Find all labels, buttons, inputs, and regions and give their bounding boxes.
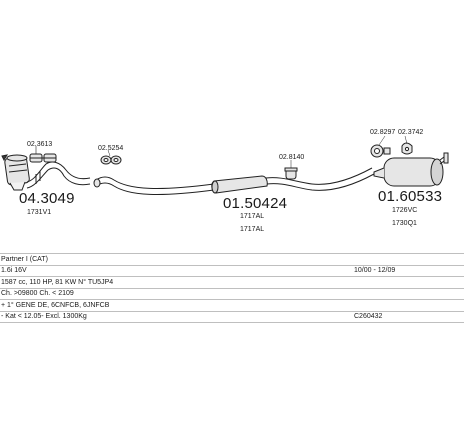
part-label-clamp-1: 02.3613 <box>27 141 53 148</box>
part-label-rear-clamp-2: 02.3742 <box>398 129 424 136</box>
info-note: - Kat < 12.05- Excl. 1300Kg <box>1 313 87 320</box>
info-row-model: Partner I (CAT) <box>0 253 464 265</box>
info-row-engine: 1.6i 16V 10/00 - 12/09 <box>0 264 464 277</box>
part-code-catalyst: 04.3049 <box>19 190 75 207</box>
info-dates: 10/00 - 12/09 <box>354 267 396 274</box>
front-pipe <box>26 161 91 189</box>
u-clamp-icon <box>284 167 298 180</box>
vehicle-info-table: Partner I (CAT) 1.6i 16V 10/00 - 12/09 1… <box>0 253 464 323</box>
part-sub-rear-2: 1730Q1 <box>392 220 417 227</box>
clamp-icon <box>29 153 57 163</box>
part-label-gasket: 02.5254 <box>98 145 124 152</box>
info-engine: 1.6i 16V <box>1 267 27 274</box>
part-sub-rear-1: 1726VC <box>392 207 418 214</box>
info-row-spec-2: Ch. >09800 Ch. < 2109 <box>0 287 464 300</box>
gasket-icon <box>100 155 122 165</box>
info-row-spec-3: + 1° GENE DE, 6CNFCB, 6JNFCB <box>0 299 464 311</box>
rear-silencer <box>373 152 449 187</box>
rear-pipe <box>265 167 375 191</box>
part-code-center-silencer: 01.50424 <box>223 195 288 212</box>
info-model: Partner I (CAT) <box>1 255 48 263</box>
part-label-clamp-2: 02.8140 <box>279 154 305 161</box>
part-sub-catalyst: 1731V1 <box>27 209 52 216</box>
part-code-rear-silencer: 01.60533 <box>378 188 443 205</box>
info-spec-2: Ch. >09800 Ch. < 2109 <box>1 290 74 297</box>
part-label-rear-clamp-1: 02.8297 <box>370 129 396 136</box>
info-spec-1: 1587 cc, 110 HP, 81 KW N° TU5JP4 <box>1 278 114 286</box>
leader-lines <box>107 135 408 168</box>
info-code: C260432 <box>354 313 383 320</box>
info-spec-3: + 1° GENE DE, 6CNFCB, 6JNFCB <box>1 301 110 309</box>
info-row-note: - Kat < 12.05- Excl. 1300Kg C260432 <box>0 310 464 323</box>
rear-hanger-icon <box>401 142 413 155</box>
rear-clamp-icon <box>370 144 391 158</box>
middle-pipe <box>93 176 215 195</box>
part-sub-center-1: 1717AL <box>240 213 265 220</box>
info-row-spec-1: 1587 cc, 110 HP, 81 KW N° TU5JP4 <box>0 276 464 288</box>
part-sub-center-2: 1717AL <box>240 226 265 233</box>
center-silencer <box>211 175 268 194</box>
catalytic-converter <box>1 154 30 191</box>
